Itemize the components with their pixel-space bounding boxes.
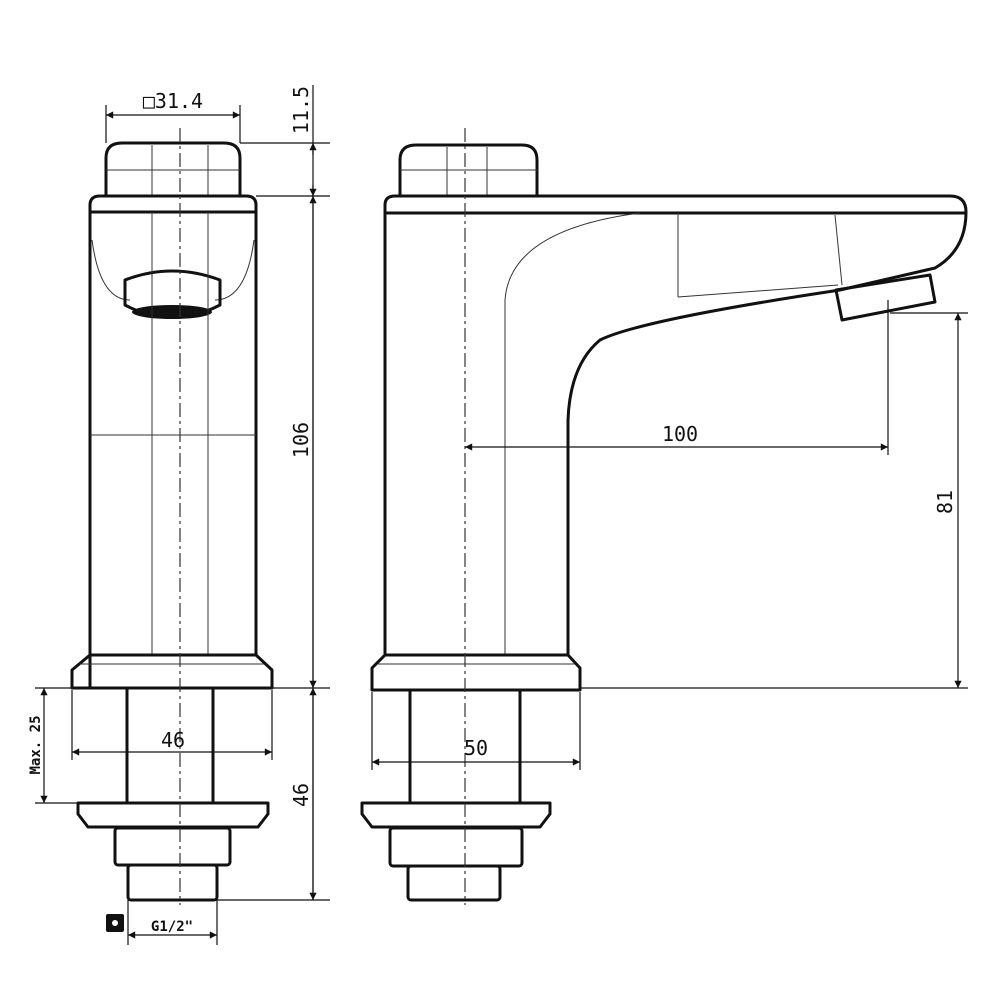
side-view <box>360 128 968 905</box>
side-aerator <box>834 273 937 322</box>
front-thread <box>126 863 219 902</box>
side-dimensions: 100 81 50 <box>371 300 968 770</box>
side-plate <box>360 801 552 829</box>
side-button <box>398 143 539 196</box>
dim-connection-height: 46 <box>289 783 313 807</box>
front-button <box>104 141 242 196</box>
dim-max-counter: Max. 25 <box>28 715 44 774</box>
dim-base-width-front: 46 <box>161 728 185 752</box>
front-plate <box>76 801 270 829</box>
dim-spout-height: 81 <box>933 490 957 514</box>
dim-body-height: 106 <box>289 422 313 458</box>
side-shank <box>408 690 522 803</box>
side-flange <box>370 653 582 692</box>
front-dimensions: □31.4 11.5 106 46 Max. 25 46 G1/2" <box>28 85 330 945</box>
dim-base-width-side: 50 <box>464 736 488 760</box>
front-nut <box>113 826 232 867</box>
front-body <box>88 194 258 688</box>
front-view <box>70 128 274 905</box>
dim-thread: G1/2" <box>151 919 193 935</box>
dim-button-square: □31.4 <box>143 89 203 113</box>
front-shank <box>125 688 215 802</box>
dim-button-height: 11.5 <box>289 86 313 134</box>
side-body <box>383 194 968 655</box>
side-thread <box>406 864 502 902</box>
dim-spout-reach: 100 <box>662 422 698 446</box>
front-flange <box>70 653 274 690</box>
side-nut <box>388 826 524 868</box>
